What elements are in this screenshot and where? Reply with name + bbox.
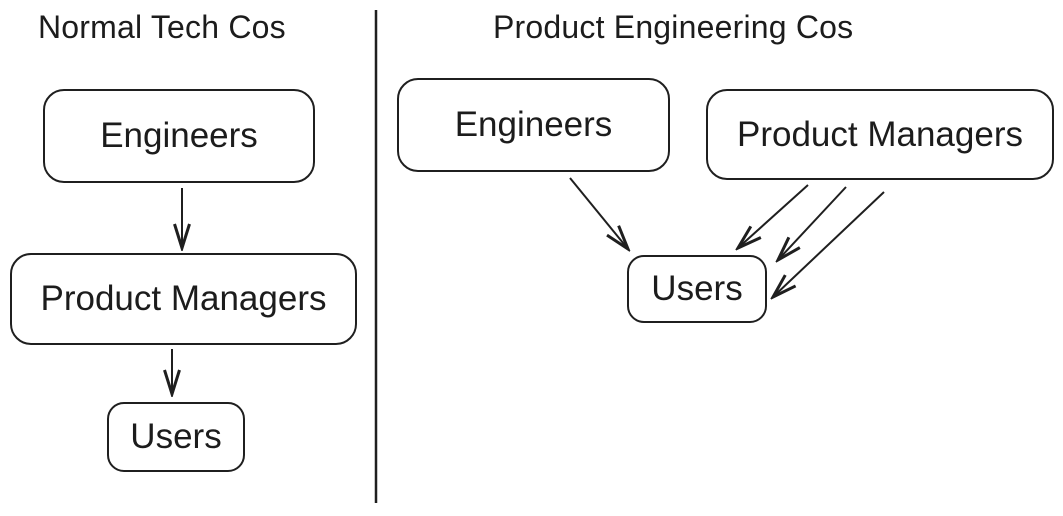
right-node-product-managers: Product Managers xyxy=(706,89,1054,180)
right-arrow-product-managers-to-users-3 xyxy=(773,191,885,297)
right-node-engineers: Engineers xyxy=(397,78,670,172)
right-node-users-label: Users xyxy=(651,269,743,308)
left-node-engineers-label: Engineers xyxy=(100,116,258,155)
left-node-engineers: Engineers xyxy=(43,89,315,183)
right-node-users: Users xyxy=(627,255,767,323)
right-panel-title: Product Engineering Cos xyxy=(493,9,854,45)
right-node-product-managers-label: Product Managers xyxy=(737,114,1023,154)
right-arrow-engineers-to-users xyxy=(569,177,628,249)
left-panel-title: Normal Tech Cos xyxy=(38,9,286,45)
right-arrow-product-managers-to-users-2 xyxy=(778,186,847,260)
left-node-users-label: Users xyxy=(130,417,222,456)
right-node-engineers-label: Engineers xyxy=(454,105,613,144)
right-arrow-product-managers-to-users-1 xyxy=(738,184,809,248)
left-node-users: Users xyxy=(107,402,245,472)
left-node-product-managers: Product Managers xyxy=(10,253,357,345)
left-node-product-managers-label: Product Managers xyxy=(40,279,327,318)
